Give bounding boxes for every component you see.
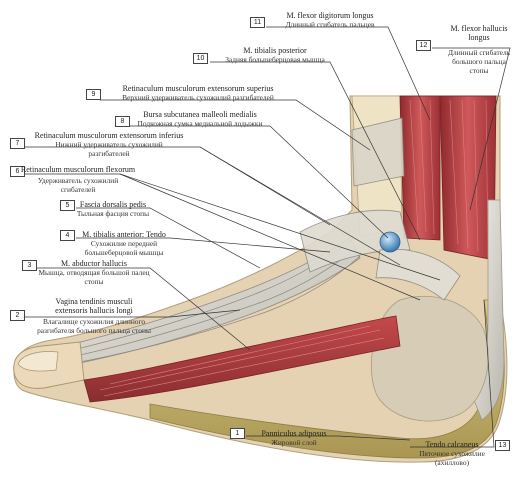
label-3-russian: Мышца, отводящая большой палец (38, 268, 150, 277)
label-13-russian-2: (ахиллово) (434, 458, 470, 467)
label-7: Retinaculum musculorum extensorum inferi… (18, 131, 200, 158)
label-number-9: 9 (86, 89, 101, 100)
label-6-russian-2: сгибателей (60, 185, 96, 194)
label-number-4: 4 (60, 230, 75, 241)
leader-lines (18, 26, 511, 448)
abductor-hallucis (83, 315, 401, 403)
label-4-russian: Сухожилие передней (90, 239, 158, 248)
label-9-russian: Верхний удерживатель сухожилий разгибате… (122, 93, 274, 102)
label-9-latin: Retinaculum musculorum extensorum superi… (122, 84, 274, 93)
label-11: M. flexor digitorum longus Длинный сгиба… (266, 11, 394, 29)
label-6-russian: Удерживатель сухожилий (37, 176, 119, 185)
label-3: M. abductor hallucis Мышца, отводящая бо… (36, 259, 152, 286)
label-8-russian: Подкожная сумка медиальной лодыжки (137, 119, 263, 128)
label-10-russian: Задняя большеберцовая мышца (225, 55, 325, 64)
label-number-13: 13 (495, 440, 510, 451)
label-number-11: 11 (250, 17, 265, 28)
label-7-latin: Retinaculum musculorum extensorum inferi… (34, 131, 184, 140)
label-2-russian: Влагалище сухожилия длинного (42, 317, 146, 326)
label-number-8: 8 (115, 116, 130, 127)
label-13-russian: Пяточное сухожилие (419, 449, 485, 458)
label-3-latin: M. abductor hallucis (61, 259, 127, 268)
label-number-7: 7 (10, 138, 25, 149)
inferior-extensor-retinaculum (299, 209, 411, 273)
label-8: Bursa subcutanea malleoli medialis Подко… (130, 110, 270, 128)
superior-extensor-retinaculum (351, 117, 405, 187)
label-number-5: 5 (60, 200, 75, 211)
label-10: M. tibialis posterior Задняя большеберцо… (210, 46, 340, 64)
label-1: Panniculus adiposus Жировой слой (248, 429, 340, 447)
flexor-retinaculum (375, 248, 461, 301)
label-number-6: 6 (10, 166, 25, 177)
label-4-russian-2: большеберцовой мышцы (84, 248, 164, 257)
label-number-10: 10 (193, 53, 208, 64)
label-13: Tendo calcaneus Пяточное сухожилие (ахил… (410, 440, 494, 467)
label-7-russian: Нижний удерживатель сухожилий (55, 140, 163, 149)
label-1-russian: Жировой слой (271, 438, 317, 447)
label-12-russian-2: большого пальца (452, 57, 506, 66)
label-2-latin: Vagina tendinis musculi (55, 297, 133, 306)
label-11-latin: M. flexor digitorum longus (286, 11, 374, 20)
label-2: Vagina tendinis musculi extensoris hallu… (18, 297, 170, 335)
label-6: Retinaculum musculorum flexorum Удержива… (18, 165, 138, 194)
label-11-russian: Длинный сгибатель пальцев (285, 20, 375, 29)
label-12-latin: M. flexor hallucis (450, 24, 508, 33)
toe-nail (17, 351, 59, 372)
label-7-russian-2: разгибателей (88, 149, 130, 158)
label-4: M. tibialis anterior: Tendo Сухожилие пе… (76, 230, 172, 257)
label-2-latin-2: extensoris hallucis longi (55, 306, 133, 315)
label-12-russian-3: стопы (469, 66, 489, 75)
label-5-russian: Тыльная фасция стопы (76, 209, 150, 218)
label-6-latin: Retinaculum musculorum flexorum (20, 165, 136, 174)
label-5: Fascia dorsalis pedis Тыльная фасция сто… (76, 200, 150, 218)
label-1-latin: Panniculus adiposus (261, 429, 327, 438)
label-12: M. flexor hallucis longus Длинный сгибат… (432, 24, 526, 75)
dorsal-tendon-sheath (39, 237, 361, 371)
leg-muscle-posterior (399, 95, 441, 241)
label-number-3: 3 (22, 260, 37, 271)
sole-striations (99, 325, 385, 397)
label-10-latin: M. tibialis posterior (243, 46, 307, 55)
label-number-1: 1 (230, 428, 245, 439)
label-12-russian: Длинный сгибатель (447, 48, 511, 57)
malleolus-bursa (379, 231, 401, 253)
label-9: Retinaculum musculorum extensorum superi… (100, 84, 296, 102)
heel (371, 295, 489, 422)
label-3-russian-2: стопы (84, 277, 104, 286)
label-2-russian-2: разгибателя большого пальца стопы (37, 326, 151, 335)
label-4-latin: M. tibialis anterior: Tendo (82, 230, 166, 239)
label-12-latin-2: longus (468, 33, 490, 42)
label-number-2: 2 (10, 310, 25, 321)
label-number-12: 12 (416, 40, 431, 51)
label-13-latin: Tendo calcaneus (425, 440, 479, 449)
label-5-latin: Fascia dorsalis pedis (79, 200, 147, 209)
label-8-latin: Bursa subcutanea malleoli medialis (143, 110, 257, 119)
